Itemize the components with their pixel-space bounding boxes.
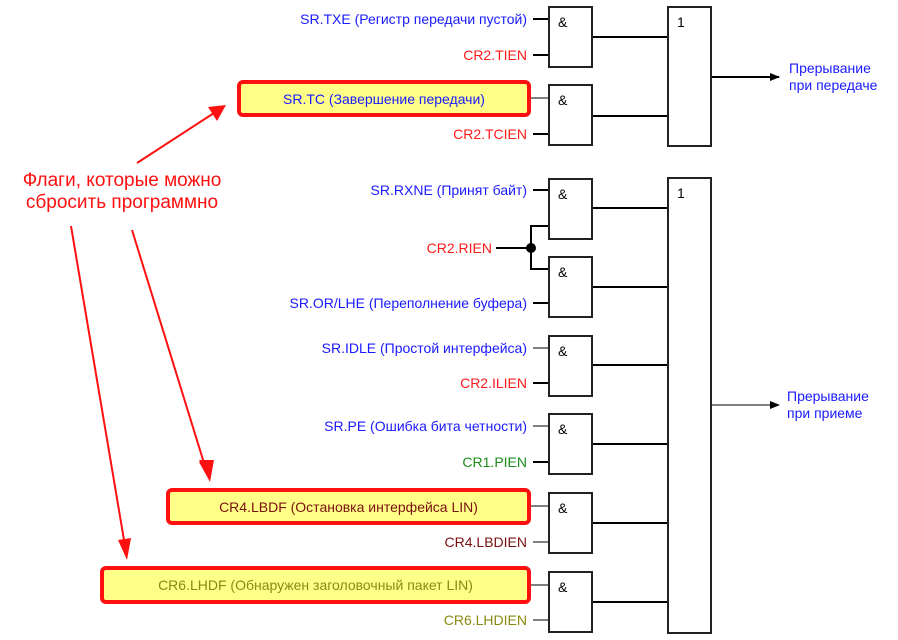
rx-and-gate-idle: & [548, 335, 593, 397]
rx-interrupt-output-label: Прерывание при приеме [787, 388, 869, 422]
or-symbol: 1 [677, 185, 685, 201]
and-symbol: & [558, 14, 568, 30]
rx-and-gate-pe: & [548, 413, 593, 475]
rx-output-line1: Прерывание [787, 388, 869, 404]
note-line1: Флаги, которые можно [22, 170, 222, 191]
rx-and-gate-lhdf: & [548, 571, 593, 633]
enable-label-tcien: CR2.TCIEN [453, 126, 527, 142]
and-symbol: & [558, 421, 568, 437]
and-symbol: & [558, 500, 568, 516]
note-line2: сбросить программно [25, 192, 219, 213]
enable-label-ilien: CR2.ILIEN [460, 375, 527, 391]
annotation-arrowhead-lbdf [199, 460, 214, 482]
wire-rien-branch-up [530, 225, 548, 248]
or-symbol: 1 [677, 14, 685, 30]
annotation-arrowhead-lhdf [118, 538, 131, 560]
wire-rien-branch-down [530, 248, 548, 270]
flag-label-orlhe: SR.OR/LHE (Переполнение буфера) [289, 295, 527, 311]
junction-dot [526, 243, 536, 253]
enable-label-pien: CR1.PIEN [462, 454, 527, 470]
and-symbol: & [558, 186, 568, 202]
enable-label-lhdien: CR6.LHDIEN [443, 612, 527, 628]
tx-output-line1: Прерывание [789, 60, 871, 76]
flag-label-lbdf: CR4.LBDF (Остановка интерфейса LIN) [219, 498, 478, 515]
rx-and-gate-lbdf: & [548, 492, 593, 554]
and-symbol: & [558, 579, 568, 595]
enable-label-tien: CR2.TIEN [463, 47, 527, 63]
and-symbol: & [558, 92, 568, 108]
flag-label-idle: SR.IDLE (Простой интерфейса) [321, 340, 527, 356]
highlight-flag-lbdf: CR4.LBDF (Остановка интерфейса LIN) [166, 488, 531, 525]
enable-label-lbdien: CR4.LBDIEN [444, 534, 527, 550]
flag-label-tc: SR.TC (Завершение передачи) [283, 90, 485, 107]
tx-or-gate: 1 [667, 6, 712, 147]
annotation-arrowhead-tc [208, 105, 226, 121]
flag-label-rxne: SR.RXNE (Принят байт) [370, 182, 527, 198]
enable-label-rien: CR2.RIEN [426, 240, 492, 256]
rx-and-gate-orlhe: & [548, 256, 593, 318]
highlight-flag-tc: SR.TC (Завершение передачи) [237, 80, 531, 117]
annotation-arrow-to-tc [136, 112, 215, 164]
annotation-arrow-to-lhdf [70, 225, 125, 541]
and-symbol: & [558, 343, 568, 359]
rx-output-line2: при приеме [787, 405, 863, 421]
and-symbol: & [558, 264, 568, 280]
flag-label-pe: SR.PE (Ошибка бита четности) [324, 418, 527, 434]
tx-output-line2: при передаче [789, 77, 878, 93]
rx-and-gate-rxne: & [548, 178, 593, 240]
flag-label-txe: SR.TXE (Регистр передачи пустой) [300, 11, 527, 27]
tx-interrupt-output-label: Прерывание при передаче [789, 60, 877, 94]
rx-or-gate: 1 [667, 177, 712, 634]
highlight-flag-lhdf: CR6.LHDF (Обнаружен заголовочный пакет L… [100, 566, 531, 604]
flag-label-lhdf: CR6.LHDF (Обнаружен заголовочный пакет L… [158, 577, 473, 593]
tx-and-gate-txe: & [548, 6, 593, 68]
annotation-arrow-to-lbdf [131, 229, 205, 464]
software-clearable-note: Флаги, которые можно сбросить программно [0, 170, 244, 214]
tx-and-gate-tc: & [548, 84, 593, 146]
